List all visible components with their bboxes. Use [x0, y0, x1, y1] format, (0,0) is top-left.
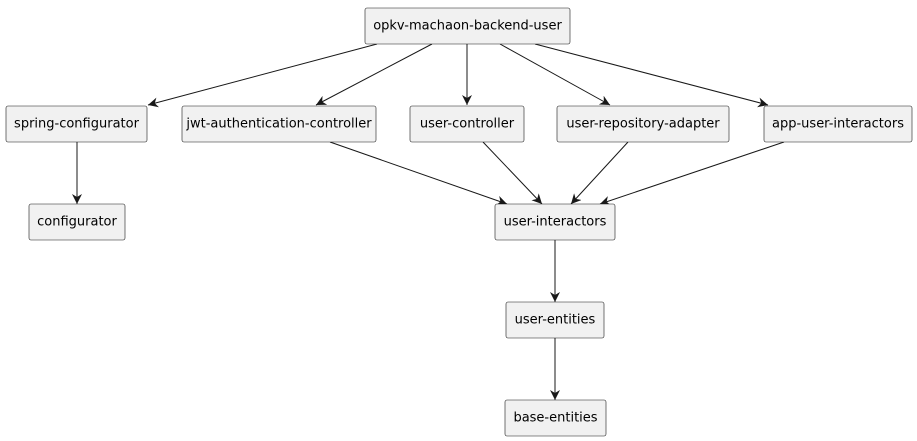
edge-backend-user-to-app-user-interactors [534, 43, 769, 108]
node-box [556, 105, 730, 143]
node-opkv-machaon-backend-user: opkv-machaon-backend-user [364, 7, 571, 45]
node-label: user-entities [515, 313, 596, 328]
node-user-interactors: user-interactors [494, 203, 616, 241]
node-label: user-repository-adapter [566, 117, 720, 132]
edge-backend-user-to-user-repository-adapter [499, 43, 611, 106]
node-label: app-user-interactors [772, 117, 904, 132]
node-label: user-controller [420, 117, 515, 132]
node-label: spring-configurator [14, 117, 140, 132]
edge-app-user-interactors-to-user-interactors [599, 141, 785, 206]
node-label: configurator [37, 215, 117, 230]
edge-backend-user-to-jwt-authentication-controller [315, 43, 433, 106]
node-box [28, 203, 126, 241]
node-user-controller: user-controller [409, 105, 525, 143]
node-app-user-interactors: app-user-interactors [763, 105, 913, 143]
node-label: jwt-authentication-controller [185, 117, 372, 132]
node-box [364, 7, 571, 45]
edges-group [72, 43, 785, 400]
node-user-entities: user-entities [505, 301, 605, 339]
node-label: user-interactors [504, 215, 607, 230]
node-base-entities: base-entities [504, 399, 607, 437]
edge-user-controller-to-user-interactors [482, 141, 543, 205]
edge-user-repository-adapter-to-user-interactors [570, 141, 629, 205]
node-box [505, 301, 605, 339]
nodes-group: opkv-machaon-backend-user spring-configu… [5, 7, 913, 437]
node-user-repository-adapter: user-repository-adapter [556, 105, 730, 143]
node-box [409, 105, 525, 143]
node-box [763, 105, 913, 143]
node-spring-configurator: spring-configurator [5, 105, 148, 143]
node-box [494, 203, 616, 241]
node-jwt-authentication-controller: jwt-authentication-controller [181, 105, 377, 143]
edge-backend-user-to-spring-configurator [147, 43, 378, 108]
node-label: opkv-machaon-backend-user [373, 19, 562, 34]
node-label: base-entities [513, 411, 597, 426]
node-box [5, 105, 148, 143]
node-box [504, 399, 607, 437]
node-configurator: configurator [28, 203, 126, 241]
edge-jwt-authentication-controller-to-user-interactors [329, 141, 508, 206]
node-box [181, 105, 377, 143]
